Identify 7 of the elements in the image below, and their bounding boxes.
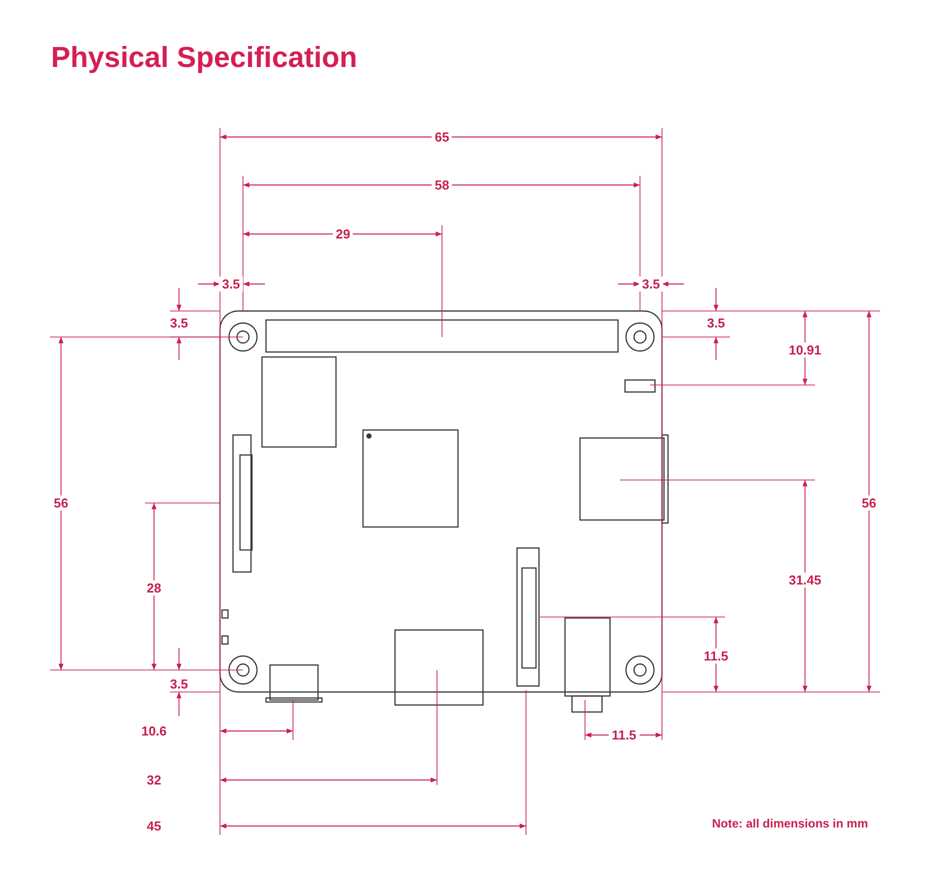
dimension-label: 65 (432, 130, 452, 144)
dimension-label: 58 (432, 178, 452, 192)
dimension-label: 3.5 (638, 276, 664, 292)
dimension-label: 11.5 (608, 728, 640, 742)
dimension-label: 3.5 (218, 276, 244, 292)
page-title: Physical Specification (51, 42, 358, 75)
dimension-label: 29 (332, 226, 354, 242)
